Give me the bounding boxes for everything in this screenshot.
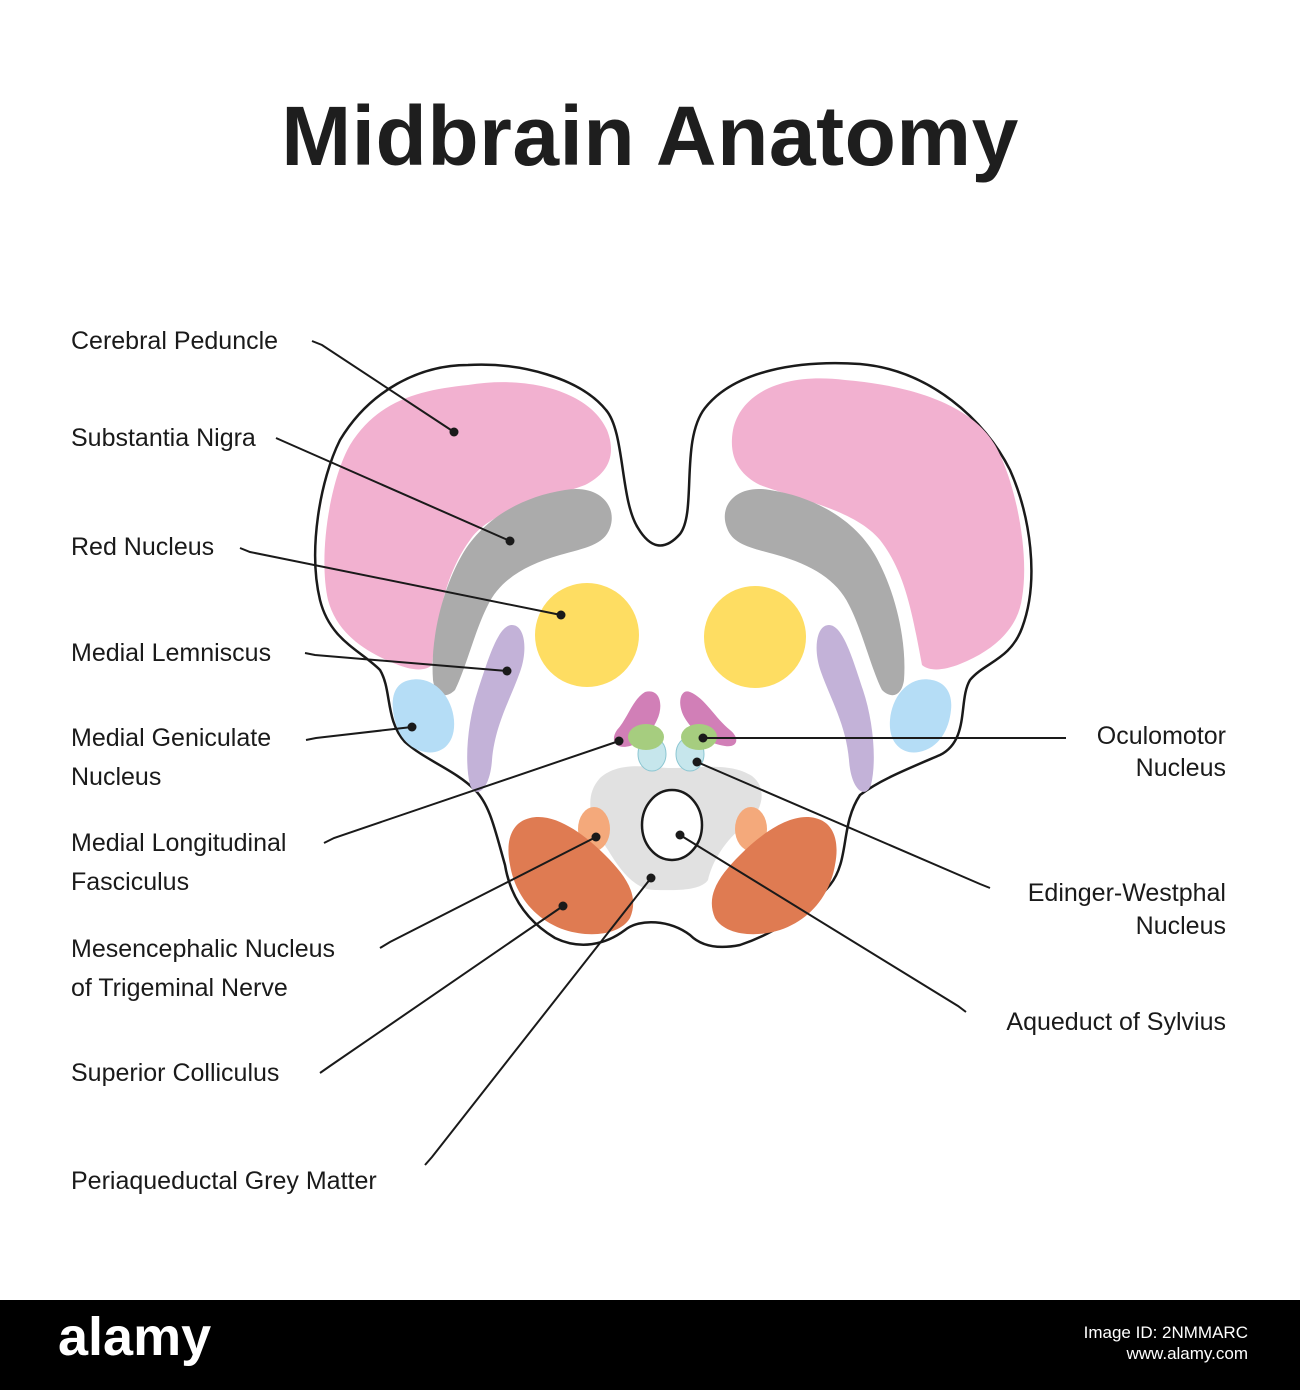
red-nucleus-right [704, 586, 806, 688]
label-edinger-line1: Edinger-Westphal [1028, 879, 1226, 907]
label-mesencephalic-line2: of Trigeminal Nerve [71, 974, 288, 1002]
label-medial-geniculate-line2: Nucleus [71, 763, 161, 791]
label-medial-geniculate-line1: Medial Geniculate [71, 724, 271, 752]
aqueduct-of-sylvius [640, 788, 704, 862]
label-cerebral-peduncle: Cerebral Peduncle [71, 327, 278, 355]
label-substantia-nigra: Substantia Nigra [71, 424, 256, 452]
medial-lemniscus-left [467, 625, 525, 792]
cerebral-peduncle-right [731, 378, 1025, 670]
medial-geniculate-left [392, 679, 455, 753]
leader-lines [239, 340, 1066, 1166]
label-superior-colliculus: Superior Colliculus [71, 1059, 279, 1087]
alamy-logo[interactable]: alamy [58, 1307, 212, 1367]
medial-geniculate-right [889, 679, 952, 753]
footer-image-info: Image ID: 2NMMARC www.alamy.com [1084, 1322, 1248, 1365]
label-mlf-line1: Medial Longitudinal [71, 829, 286, 857]
red-nucleus-left [535, 583, 639, 687]
substantia-nigra-right [724, 488, 905, 696]
medial-lemniscus-right [816, 625, 874, 792]
label-medial-lemniscus: Medial Lemniscus [71, 639, 271, 667]
page-title: Midbrain Anatomy [281, 89, 1019, 183]
superior-colliculus-right [711, 817, 837, 935]
label-mesencephalic-line1: Mesencephalic Nucleus [71, 935, 335, 963]
superior-colliculus-left [508, 817, 634, 935]
label-mlf-line2: Fasciculus [71, 868, 189, 896]
footer-bar: alamy Image ID: 2NMMARC www.alamy.com [0, 1300, 1300, 1390]
label-oculomotor-line1: Oculomotor [1097, 722, 1226, 750]
site-url[interactable]: www.alamy.com [1126, 1344, 1248, 1364]
label-aqueduct: Aqueduct of Sylvius [1006, 1008, 1226, 1036]
label-periaqueductal: Periaqueductal Grey Matter [71, 1167, 377, 1195]
label-oculomotor-line2: Nucleus [1136, 754, 1226, 782]
oculomotor-left [628, 724, 664, 750]
cerebral-peduncle-left [324, 382, 612, 670]
image-id: Image ID: 2NMMARC [1083, 1323, 1248, 1342]
midbrain-diagram: Cerebral Peduncle Substantia Nigra Red N… [71, 327, 1226, 1195]
label-edinger-line2: Nucleus [1136, 912, 1226, 940]
mlf-right [680, 691, 737, 747]
label-red-nucleus: Red Nucleus [71, 533, 214, 561]
substantia-nigra-left [432, 488, 612, 696]
